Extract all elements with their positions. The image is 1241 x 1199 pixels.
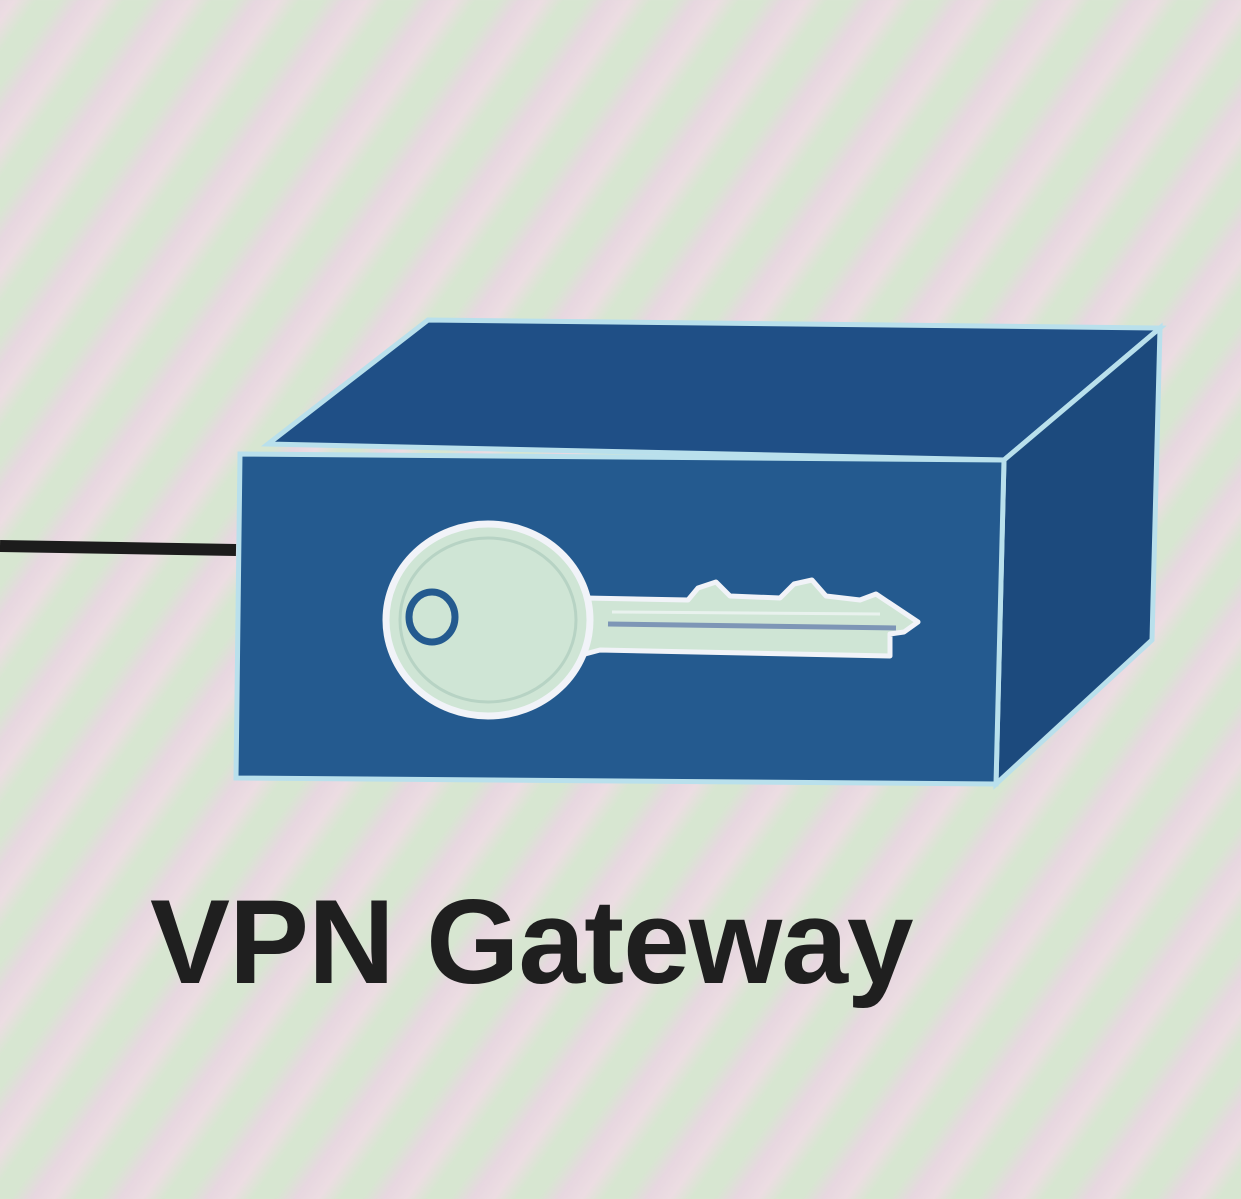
connector-line (0, 540, 237, 556)
vpn-gateway-device[interactable] (233, 317, 1167, 790)
device-label: VPN Gateway (150, 875, 914, 1009)
key-icon (382, 520, 921, 720)
